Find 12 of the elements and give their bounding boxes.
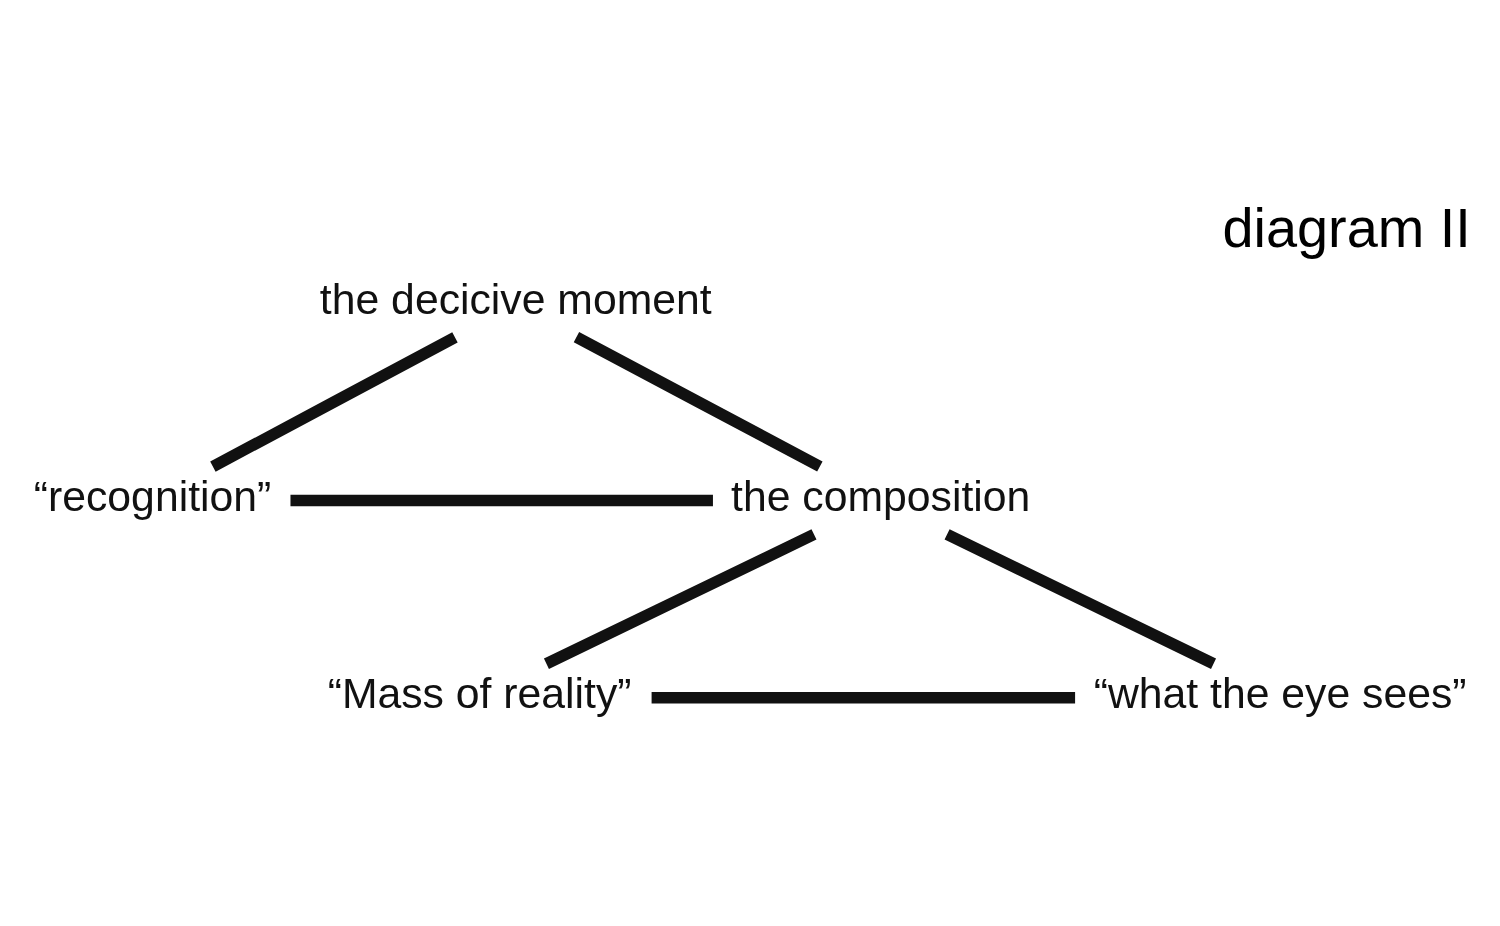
- connector: [944, 528, 1217, 669]
- connector: [210, 331, 458, 472]
- diagram-title: diagram II: [1222, 195, 1471, 259]
- connector: [290, 494, 713, 506]
- node-text: the composition: [731, 471, 1031, 520]
- connector: [651, 691, 1076, 703]
- node-text: the decicive moment: [319, 274, 712, 323]
- node-text: “what the eye sees”: [1093, 668, 1467, 717]
- connector: [573, 331, 823, 472]
- node-text: “Mass of reality”: [327, 668, 632, 717]
- node-text: “recognition”: [33, 471, 272, 520]
- connector: [543, 528, 817, 669]
